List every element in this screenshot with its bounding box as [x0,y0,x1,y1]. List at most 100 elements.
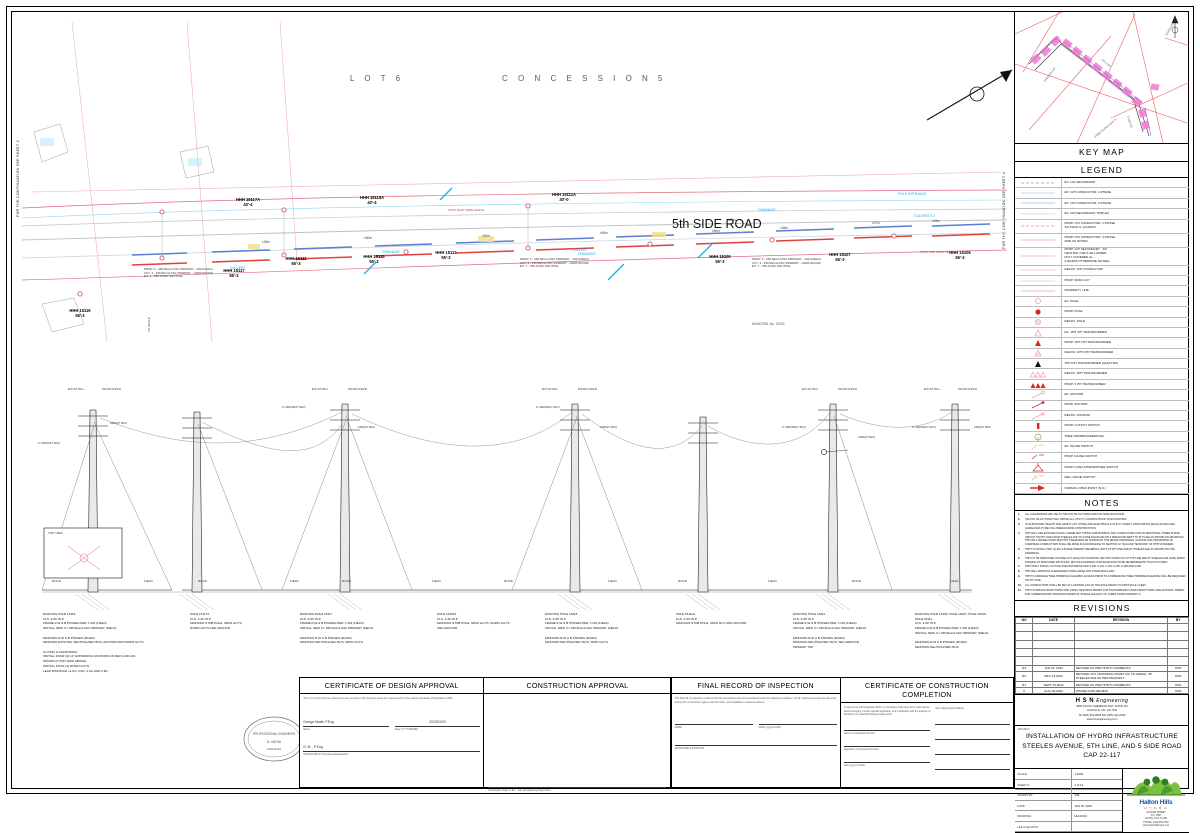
revision-by: HSN [1167,664,1189,672]
svg-text:G. MATAI: G. MATAI [267,740,281,744]
legend-symbol-cutout-red [1015,421,1062,431]
note-text: HHH SHALL INSTALL GUYING AND ANCHORING P… [1025,565,1142,569]
sheet-outer-border [6,6,1194,794]
ground-field-label: FIELD [144,579,153,583]
note-text: HHH TO OBTAIN FROM HYDRO ONE (HONI) CROS… [1025,588,1185,596]
cyan-feature-label: DRAINAGE [382,250,400,254]
span-label: ±50m [712,229,720,233]
approver-name: George Matat, P.Eng [303,719,334,724]
legend-label: NORMAL OPEN POINT (N.O.) [1064,485,1107,490]
legend-label: PROP. INLINE SWITCH [1064,454,1098,459]
firm-block: H S N Engineering 2800 SOUTH SHERIDAN WA… [1015,695,1189,726]
notes-list: 1.ALL CLEARANCES WILL BE TO HALTON HILLS… [1015,511,1189,599]
key-map-block: 5TH LINE STEELES AVE 5 SIDE RD TRAFALGAR… [1015,12,1189,162]
svg-text:JAMES SNOW PKWY N: JAMES SNOW PKWY N [1093,117,1117,138]
legend-item: PROP. LOAD INTERRUPTER SWITCH [1015,462,1189,474]
note-number: 10. [1018,584,1022,587]
note-item: 10.ALL CONDUCTORS SHALL BE SET AT A CERT… [1018,584,1186,588]
cyan-feature-label: DRAINAGE [758,208,776,212]
note-text: HHH TO ARRANGE TREE TRIMMING/ CLEARING A… [1025,575,1186,583]
frame-label: 2'-1M230(27.6kV) [536,405,560,409]
detail-proposed-label: PROPOSED [838,387,858,391]
note-item: 9.HHH TO ARRANGE TREE TRIMMING/ CLEARING… [1018,575,1186,583]
sheet-field-key: HHH FILE PATH: [1015,821,1072,832]
sheet-field-value: 1:1000 [1074,772,1084,777]
legend-label: RECOV. O/H CONDUCTOR [1064,267,1103,272]
conductor-note: PROP. 3 - 336.5kcmil ASC PRIMARY - 1#0 (… [144,267,213,279]
deviations-label: Title: Approved Deviations [935,707,965,710]
cyan-feature-label: CULVERT 0.3 [914,214,936,218]
conductor-note: PROP. 3 - 336.5kcmil ASC PRIMARY - 1#0 (… [520,257,589,269]
legend-label: EX. 1PH O/H TRANSFORMER [1064,329,1107,334]
legend-label: PROP. O/H SECONDARY - 3/0 NEUTRAL O/W 2-… [1064,247,1110,263]
legend-item: PROP. O/H SECONDARY - 3/0 NEUTRAL O/W 2-… [1015,248,1189,266]
concession-label: C O N C E S S I O N 5 [502,74,667,83]
drawing-sheet: FOR THE CONTINUATION SEE SHEET 2 FOR THE… [6,6,1194,833]
frame-label: 1M8(27.6kV) [358,425,376,429]
frame-label: 1M8(27.6kV) [110,421,128,425]
frame-label: 1M8(27.6kV) [974,425,992,429]
ground-road-label: ROAD [678,579,687,583]
signature-caption: SIGNATURE & Professional Designation [303,753,349,757]
firm-address-line: Tel (905) 901-8528 Fax (905) 424-2946 [1078,713,1126,717]
span-label: ±49m [932,219,940,223]
legend-symbol-tri-group-red [1015,379,1062,390]
frame-label: 1M8(27.6kV) [600,425,618,429]
legend-symbol-inline-red [1015,452,1062,462]
legend-item: RECOV. POLE [1015,317,1189,328]
ground-field-label: FIELD [768,579,777,583]
legend-symbol-triangle-filled-black [1015,359,1062,369]
legend-item: TREE TRIMMING/REMOVAL [1015,431,1189,443]
note-number: 1. [1018,513,1021,517]
legend-label: RECOV. 3PH TRANSFORMER [1064,371,1108,376]
right-title-column: 5TH LINE STEELES AVE 5 SIDE RD TRAFALGAR… [1014,12,1189,833]
note-item: 3.OCCUPATIONAL HEALTH AND SAFETY ACT (OH… [1018,523,1186,531]
legend-label: PROP. O/H CONDUCTOR, 1-PHASE 3/0 ASCR or… [1064,221,1116,230]
legend-title: LEGEND [1015,162,1189,178]
certificate-title: CERTIFICATE OF DESIGN APPROVAL [300,678,484,694]
certificate-construction-completion: CERTIFICATE OF CONSTRUCTION COMPLETION I… [839,677,1014,788]
legend-symbol-inline-rec-pink [1015,473,1062,483]
pole-size: 40'-4 [243,202,253,208]
note-text: HHH WILL MAINTAIN CLEARANCES OVER LARGE … [1025,570,1115,574]
detail-proposed-label: PROPOSED [958,387,978,391]
ground-field-label: FIELD [950,579,959,583]
detail-caption: EXISTING POLE 15117 CLS. 3-50' W.P. FRAM… [300,612,374,645]
legend-label: PROPERTY LINE [1064,288,1089,293]
revisions-empty-row [1014,631,1189,641]
legend-item: 1PH O/H TRANSFORMER (ALECTRA) [1015,359,1189,370]
certificate-body: This is to certify that the construction… [303,697,454,700]
note-text: HHH TO TIE PROPOSED 3-PHASE CCT (SAG) IN… [1025,556,1185,564]
legend-label: EX. O/H CONDUCTOR, 1-PHASE [1064,190,1112,195]
legend-symbol-line-prop3 [1015,233,1062,247]
note-item: 5.HHH TO INSTALL TWO (2) 3kV 3-PHASE PRI… [1018,548,1186,556]
legend-item: NORMAL OPEN POINT (N.O.) [1015,483,1189,495]
svg-text:5TH LINE: 5TH LINE [1100,58,1112,68]
note-item: 8. HHH WILL MAINTAIN CLEARANCES OVER LARG… [1018,570,1186,574]
ground-field-label: FIELD [608,579,617,583]
revision-by: HSN [1167,687,1189,695]
note-number: 8. [1018,570,1021,574]
detail-caption: POLE 15115A CLS. 3-40' W.P. MAINTAIN STU… [437,612,510,631]
legend-item: PROPERTY LINE [1015,286,1189,297]
sheet-field-value [1072,822,1122,832]
revision-date: DEC 13,2022 [1032,670,1075,683]
detail-proposed-label: PROPOSED [102,387,122,391]
legend-item: EX. O/H CONDUCTOR, 1-PHASE [1015,188,1189,199]
engineer-stamp: PROFESSIONAL ENGINEER G. MATAI 100243210 [243,716,300,762]
legend-item: EX. ANCHOR [1015,390,1189,401]
cyan-feature-label: CULVERT [230,266,246,270]
date-caption: Date (YYYY/MM/DD) [394,728,419,732]
sheet-field-key: DRAWN BY: [1015,790,1072,800]
sheet-field-value: 3 of 13 [1074,782,1084,787]
legend-item: RECOV. 1PH O/H TRANSFORMER [1015,348,1189,360]
